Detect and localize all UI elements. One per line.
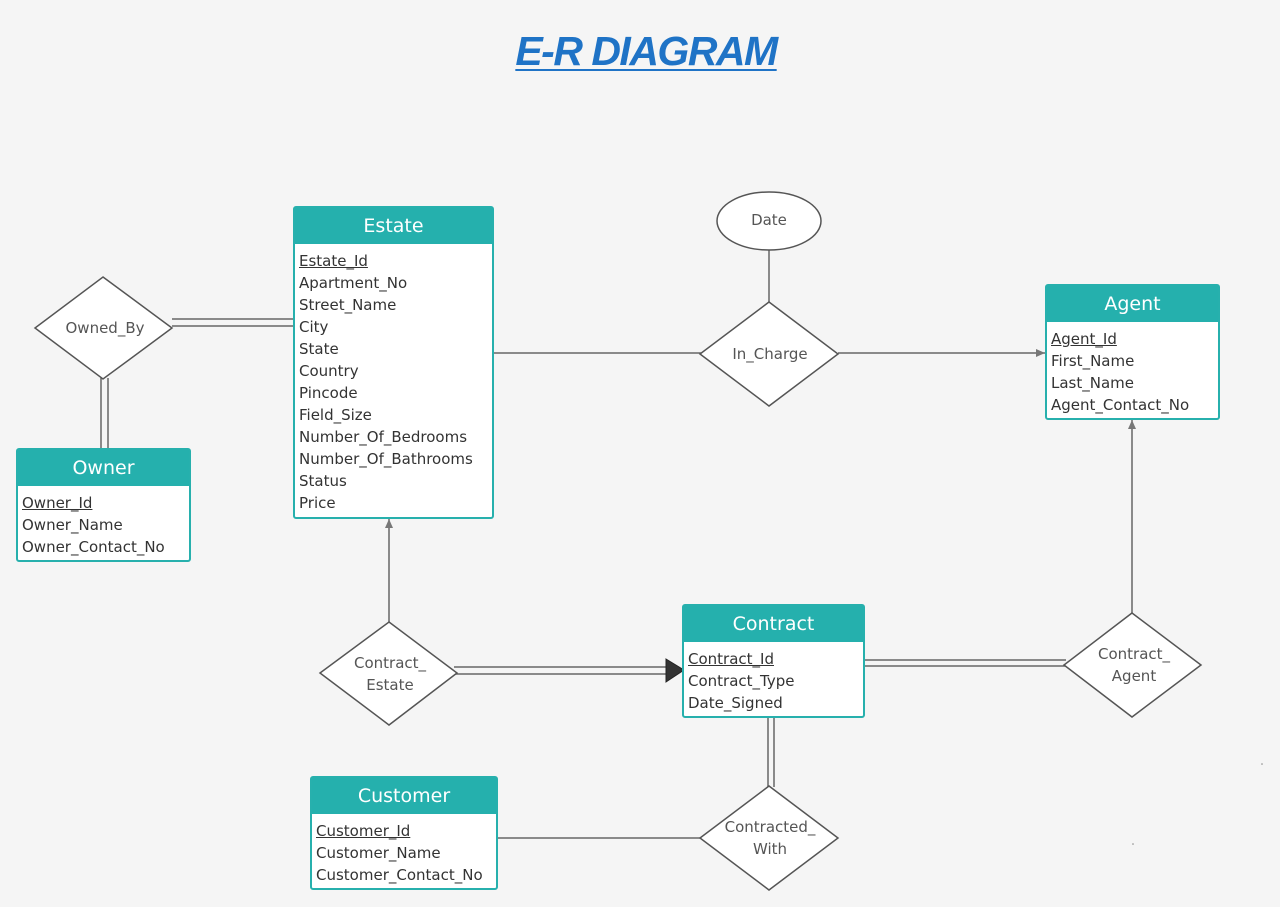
attribute: Apartment_No: [299, 274, 408, 292]
contract-estate-label: Contract_ Estate: [353, 654, 427, 694]
attribute: Contract_Type: [688, 672, 795, 690]
attribute: Number_Of_Bedrooms: [299, 428, 468, 446]
attribute: City: [299, 318, 329, 336]
attribute: Pincode: [299, 384, 358, 402]
attribute: Customer_Contact_No: [316, 866, 483, 884]
diagram-title: E-R DIAGRAM: [515, 28, 778, 74]
contract-entity-header: Contract: [684, 606, 863, 642]
agent-entity-header: Agent: [1047, 286, 1218, 322]
customer-entity-header: Customer: [312, 778, 496, 814]
contract-agent-diamond: [1062, 612, 1203, 718]
attribute: Date_Signed: [688, 694, 783, 712]
date-attribute-ellipse: [716, 191, 822, 251]
attribute: First_Name: [1051, 352, 1135, 370]
estate-entity-header: Estate: [295, 208, 492, 244]
owned-by-diamond: [33, 276, 174, 380]
attribute: Street_Name: [299, 296, 397, 314]
in-charge-label: In_Charge: [732, 345, 808, 363]
primary-key-attribute: Contract_Id: [688, 650, 774, 668]
in-charge-diamond: [698, 301, 840, 407]
attribute: Number_Of_Bathrooms: [299, 450, 473, 468]
attribute: Status: [299, 472, 347, 490]
contracted-with-label: Contracted_ With: [724, 818, 816, 858]
attribute: Owner_Name: [22, 516, 123, 534]
attribute: Customer_Name: [316, 844, 441, 862]
contract-estate-diamond: [318, 621, 459, 726]
primary-key-attribute: Customer_Id: [316, 822, 411, 840]
owned-by-label: Owned_By: [65, 319, 145, 337]
attribute: Owner_Contact_No: [22, 538, 165, 556]
attribute: State: [299, 340, 339, 358]
contract-arrowhead: [665, 658, 685, 683]
owner-entity-header: Owner: [18, 450, 189, 486]
primary-key-attribute: Owner_Id: [22, 494, 93, 512]
attribute: Price: [299, 494, 336, 512]
attribute: Agent_Contact_No: [1051, 396, 1190, 414]
attribute: Last_Name: [1051, 374, 1134, 392]
primary-key-attribute: Estate_Id: [299, 252, 368, 270]
date-attribute-label: Date: [751, 211, 787, 229]
primary-key-attribute: Agent_Id: [1051, 330, 1117, 348]
contracted-with-diamond: [698, 785, 840, 891]
attribute: Country: [299, 362, 359, 380]
attribute: Field_Size: [299, 406, 372, 424]
contract-agent-label: Contract_ Agent: [1097, 645, 1171, 685]
